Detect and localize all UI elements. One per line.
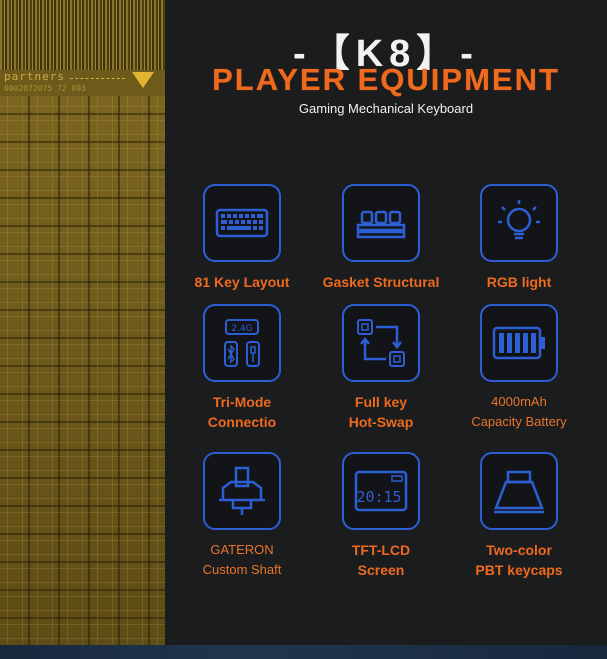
keyboard-keys-graphic <box>0 96 165 645</box>
bottom-bar <box>0 645 607 659</box>
model-title: -【K8】- <box>293 33 479 75</box>
keycap-icon <box>480 452 558 530</box>
bulb-icon <box>480 184 558 262</box>
gasket-icon <box>342 184 420 262</box>
feature-screen: 20:15 TFT-LCD Screen <box>311 452 451 580</box>
feature-tri-mode: 2.4G Tri-Mode Connectio <box>172 304 312 432</box>
feature-switch: GATERON Custom Shaft <box>172 452 312 580</box>
triangle-marker-icon <box>132 72 154 88</box>
switch-icon <box>203 452 281 530</box>
tri-mode-icon: 2.4G <box>203 304 281 382</box>
battery-icon <box>480 304 558 382</box>
feature-label: Tri-Mode Connectio <box>207 394 277 430</box>
dashed-line <box>70 78 125 79</box>
feature-label: TFT-LCD Screen <box>351 542 411 578</box>
feature-battery: 4000mAh Capacity Battery <box>449 304 589 432</box>
partners-text: partners <box>4 70 65 83</box>
tagline: PLAYER EQUIPMENT <box>212 62 560 97</box>
feature-label: GATERON Custom Shaft <box>202 542 282 577</box>
barcode-graphic <box>0 0 165 70</box>
tri-mode-icon-text: 2.4G <box>231 324 252 334</box>
feature-label: Gasket Structural <box>322 274 440 290</box>
feature-keycaps: Two-color PBT keycaps <box>449 452 589 580</box>
feature-label: 4000mAh Capacity Battery <box>471 394 567 429</box>
serial-text: 0002072075 72 093 <box>4 84 86 93</box>
feature-key-layout: 81 Key Layout <box>172 184 312 292</box>
feature-label: Full key Hot-Swap <box>348 394 414 430</box>
keyboard-artwork: partners 0002072075 72 093 <box>0 0 165 645</box>
screen-icon-text: 20:15 <box>356 488 401 506</box>
feature-gasket: Gasket Structural <box>311 184 451 292</box>
feature-label: Two-color PBT keycaps <box>475 542 563 578</box>
hot-swap-icon <box>342 304 420 382</box>
feature-label: 81 Key Layout <box>194 274 290 290</box>
subtitle: Gaming Mechanical Keyboard <box>298 101 474 116</box>
feature-rgb: RGB light <box>449 184 589 292</box>
feature-label: RGB light <box>486 274 552 290</box>
feature-hot-swap: Full key Hot-Swap <box>311 304 451 432</box>
screen-icon: 20:15 <box>342 452 420 530</box>
keyboard-icon <box>203 184 281 262</box>
